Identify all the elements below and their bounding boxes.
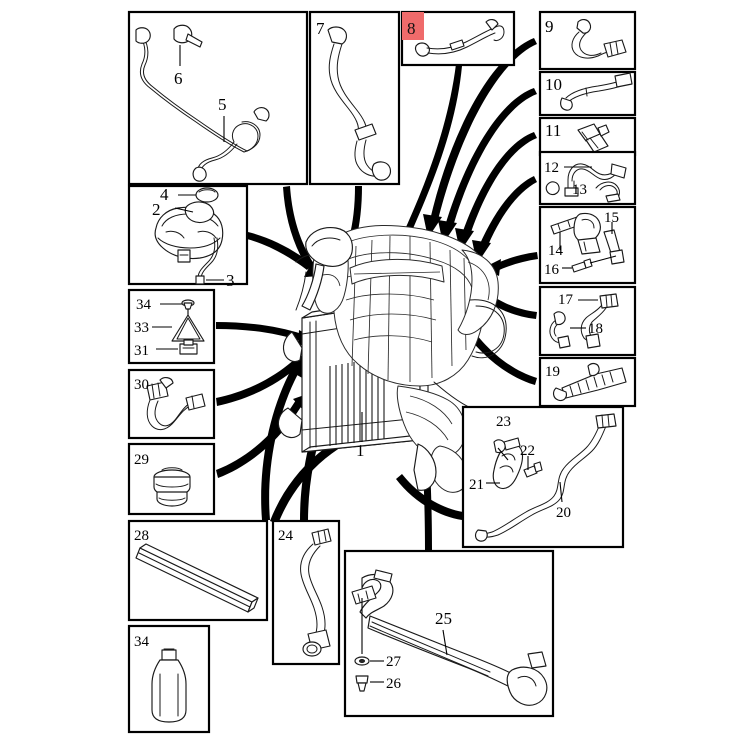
part-graphic-25 — [351, 569, 548, 706]
part-graphic-34-bottle — [151, 648, 187, 723]
part-graphic-24 — [300, 528, 332, 657]
callout-33: 33 — [134, 320, 149, 336]
engine-radiator-assembly: 1 — [277, 225, 507, 493]
panel-19[interactable]: 19 — [538, 356, 637, 408]
part-graphic-17 — [549, 293, 619, 349]
part-graphic-10 — [560, 72, 633, 111]
panel-31-33-34[interactable]: 34 33 31 — [127, 288, 216, 365]
part-graphic-29 — [153, 467, 191, 507]
callout-28: 28 — [134, 528, 149, 544]
part-graphic-7 — [327, 26, 392, 181]
panel-2-3-4[interactable]: 4 2 3 — [127, 184, 249, 290]
panel-12-13[interactable]: 12 13 — [538, 150, 637, 206]
panel-28[interactable]: 28 — [127, 519, 269, 622]
panel-5-6[interactable]: 5 6 — [127, 10, 309, 186]
part-graphic-8 — [414, 18, 505, 57]
panel-29[interactable]: 29 — [127, 442, 216, 516]
callout-9: 9 — [545, 17, 554, 36]
callout-6: 6 — [174, 69, 183, 88]
panel-10[interactable]: 10 — [538, 70, 637, 117]
callout-10: 10 — [545, 75, 562, 94]
part-graphic-12 — [545, 163, 627, 203]
part-graphic-9 — [571, 18, 627, 59]
panel-17-18[interactable]: 17 18 — [538, 285, 637, 357]
part-graphic-30 — [146, 377, 206, 431]
callout-17: 17 — [558, 292, 574, 308]
callout-5: 5 — [218, 95, 227, 114]
callout-25: 25 — [435, 609, 452, 628]
callout-16: 16 — [544, 262, 560, 278]
callout-4: 4 — [160, 185, 169, 204]
part-graphic-5 — [135, 24, 270, 182]
callout-11: 11 — [545, 121, 561, 140]
callout-15: 15 — [604, 210, 619, 226]
callout-13: 13 — [572, 182, 587, 198]
callout-31: 31 — [134, 343, 149, 359]
part-graphic-11 — [577, 123, 610, 153]
panel-20-21-22-23[interactable]: 23 22 21 20 — [461, 405, 625, 549]
callout-21: 21 — [469, 477, 484, 493]
callout-19: 19 — [545, 364, 560, 380]
callout-8: 8 — [407, 19, 416, 38]
callout-2: 2 — [152, 200, 161, 219]
callout-12: 12 — [544, 160, 559, 176]
panel-8-highlighted[interactable]: 8 — [400, 10, 516, 67]
callout-24: 24 — [278, 528, 294, 544]
callout-27: 27 — [386, 654, 402, 670]
panel-11[interactable]: 11 — [538, 116, 637, 157]
panel-9[interactable]: 9 — [538, 10, 637, 71]
part-graphic-33 — [152, 299, 205, 355]
callout-29: 29 — [134, 452, 149, 468]
highlight-badge-8 — [402, 12, 424, 40]
callout-3: 3 — [226, 271, 235, 290]
part-graphic-20 — [474, 413, 617, 542]
callout-7: 7 — [316, 19, 325, 38]
panel-14-15-16[interactable]: 14 15 16 — [538, 205, 637, 285]
part-graphic-19 — [552, 362, 627, 402]
panel-34-bottle[interactable]: 34 — [127, 624, 211, 734]
callout-34-bottle: 34 — [134, 634, 150, 650]
upper-left-hose — [295, 227, 353, 311]
radiator-brackets — [277, 331, 437, 491]
part-graphic-28 — [135, 543, 259, 613]
part-graphic-2 — [154, 187, 224, 285]
callout-30: 30 — [134, 377, 149, 393]
callout-23: 23 — [496, 414, 511, 430]
panel-30[interactable]: 30 — [127, 368, 216, 440]
callout-26: 26 — [386, 676, 402, 692]
panel-24[interactable]: 24 — [271, 519, 341, 666]
callout-18: 18 — [588, 321, 603, 337]
callout-14: 14 — [548, 243, 564, 259]
panel-7[interactable]: 7 — [308, 10, 401, 186]
callout-1: 1 — [356, 441, 365, 460]
panel-25-26-27[interactable]: 25 27 26 — [343, 549, 555, 718]
engine-block — [295, 225, 507, 493]
part-graphic-14 — [550, 212, 625, 273]
callout-20: 20 — [556, 505, 571, 521]
callout-34: 34 — [136, 297, 152, 313]
callout-22: 22 — [520, 443, 535, 459]
